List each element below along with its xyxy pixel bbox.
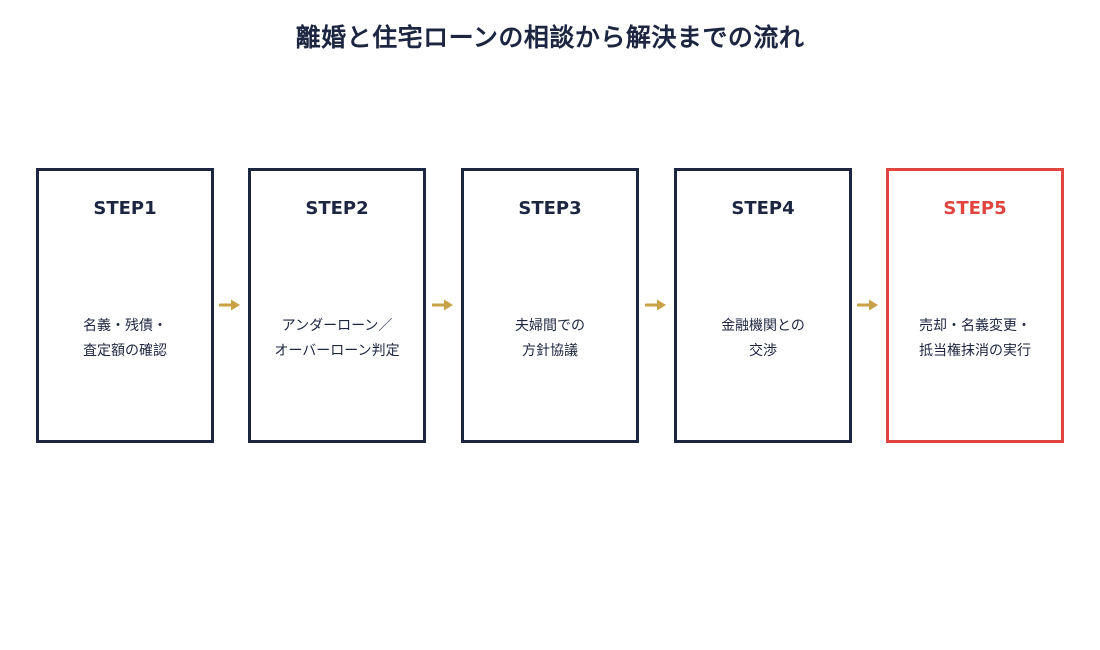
step-description-line: 名義・残債・ [83, 318, 167, 334]
step-box-2: STEP2 アンダーローン／ オーバーローン判定 [248, 168, 426, 443]
step-description-line: オーバーローン判定 [274, 343, 400, 359]
step-label: STEP4 [731, 198, 795, 219]
step-label: STEP1 [93, 198, 157, 219]
step-description-line: アンダーローン／ [281, 318, 393, 334]
step-description-line: 売却・名義変更・ [919, 318, 1031, 334]
step-description-line: 方針協議 [522, 343, 578, 359]
step-box-3: STEP3 夫婦間での 方針協議 [461, 168, 639, 443]
arrow-right-icon [432, 299, 453, 311]
step-description-line: 金融機関との [721, 318, 805, 334]
step-label: STEP2 [305, 198, 369, 219]
step-description: 金融機関との 交渉 [677, 314, 849, 364]
step-description-line: 査定額の確認 [83, 343, 167, 359]
step-label: STEP3 [518, 198, 582, 219]
step-description-line: 夫婦間での [515, 318, 585, 334]
step-description-line: 交渉 [749, 343, 777, 359]
step-box-4: STEP4 金融機関との 交渉 [674, 168, 852, 443]
step-box-5: STEP5 売却・名義変更・ 抵当権抹消の実行 [886, 168, 1064, 443]
step-description: アンダーローン／ オーバーローン判定 [251, 314, 423, 364]
arrow-right-icon [645, 299, 666, 311]
arrow-right-icon [219, 299, 240, 311]
step-description: 名義・残債・ 査定額の確認 [39, 314, 211, 364]
step-box-1: STEP1 名義・残債・ 査定額の確認 [36, 168, 214, 443]
diagram-title: 離婚と住宅ローンの相談から解決までの流れ [295, 23, 805, 52]
step-description-line: 抵当権抹消の実行 [919, 343, 1031, 359]
arrow-right-icon [857, 299, 878, 311]
step-description: 売却・名義変更・ 抵当権抹消の実行 [889, 314, 1061, 364]
step-description: 夫婦間での 方針協議 [464, 314, 636, 364]
step-label: STEP5 [943, 198, 1007, 219]
